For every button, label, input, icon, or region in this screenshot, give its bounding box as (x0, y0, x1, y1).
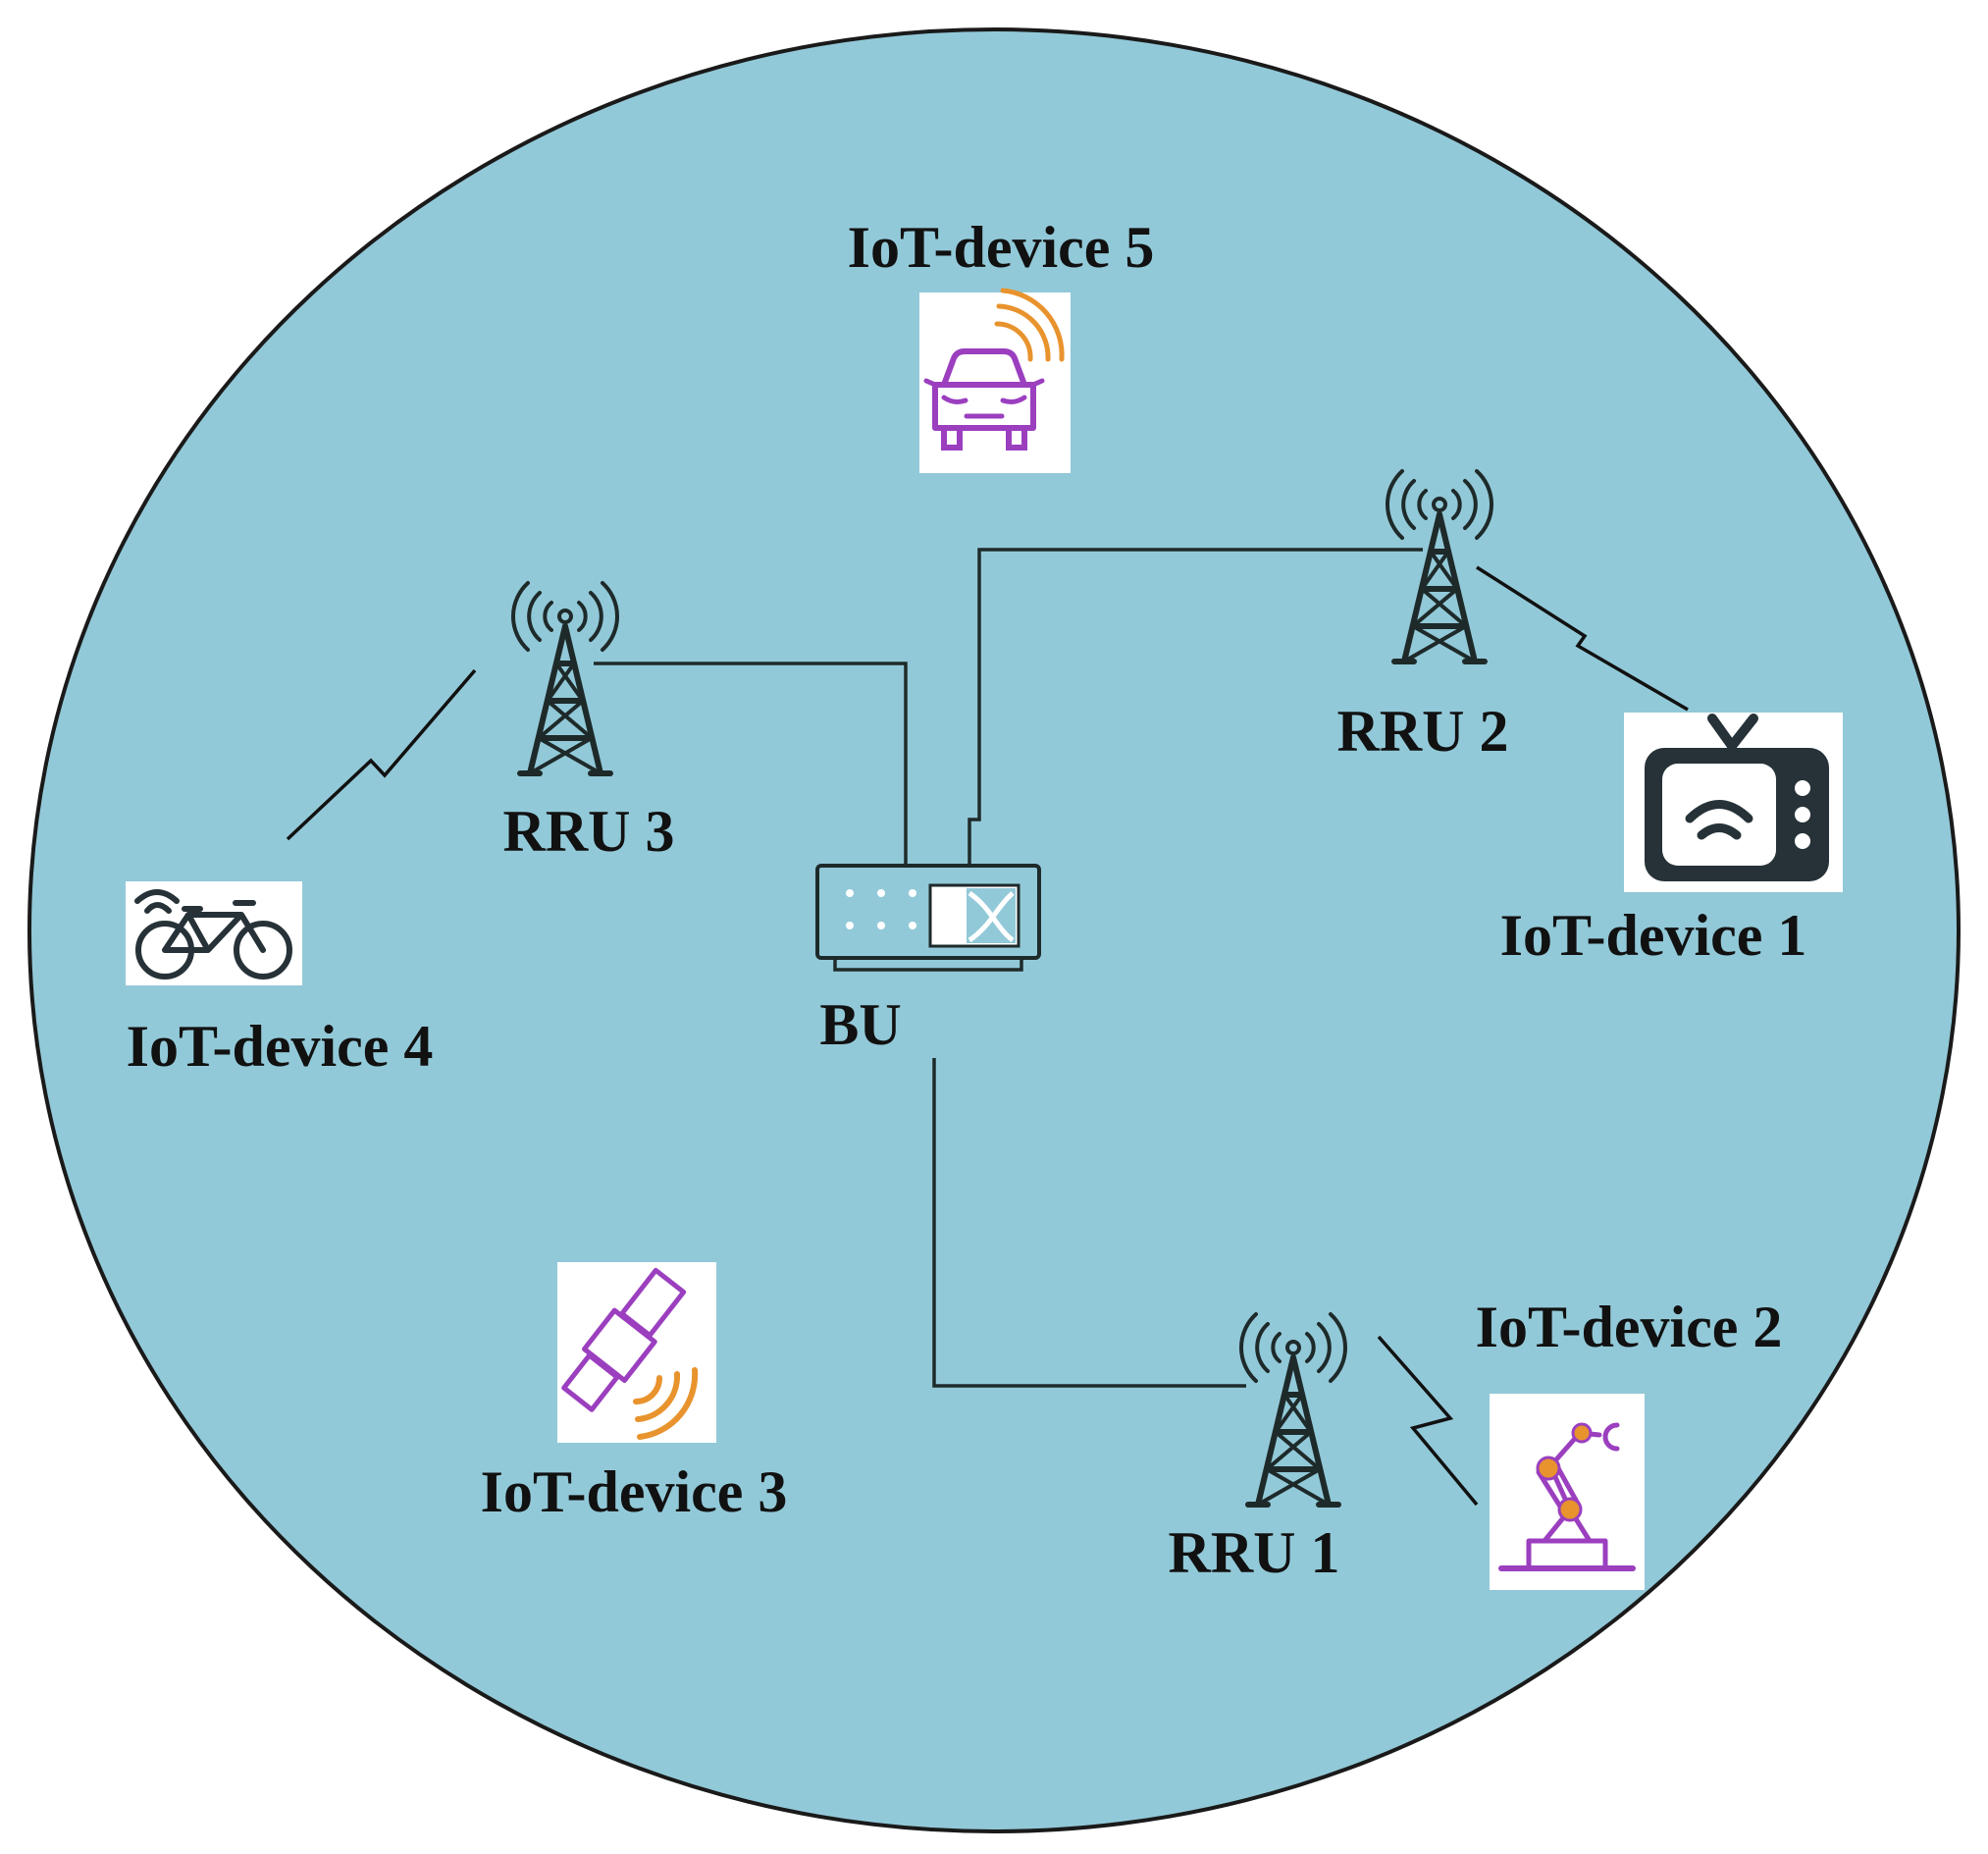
link-bu-rru2 (968, 548, 1423, 901)
rru1-label: RRU 1 (1169, 1520, 1340, 1585)
rru2-label: RRU 2 (1337, 699, 1509, 764)
wired-links (594, 548, 1423, 1388)
device3-label: IoT-device 3 (481, 1459, 788, 1524)
bicycle-icon (134, 889, 292, 980)
device4-tile[interactable] (126, 881, 302, 985)
wireless-link-rru3-device4 (286, 668, 477, 841)
satellite-icon (561, 1267, 699, 1440)
wireless-links (286, 565, 1689, 1507)
wireless-link-rru2-device1 (1476, 565, 1689, 712)
device5-tile[interactable] (919, 288, 1071, 473)
device1-label: IoT-device 1 (1500, 903, 1807, 968)
device3-tile[interactable] (557, 1262, 716, 1443)
robot-arm-icon (1498, 1422, 1636, 1571)
link-bu-rru3 (594, 662, 908, 866)
bu-label: BU (819, 992, 901, 1057)
wireless-link-rru1-device2 (1377, 1335, 1479, 1507)
connected-car-icon (923, 288, 1065, 450)
device5-label: IoT-device 5 (848, 215, 1155, 280)
device1-tile[interactable] (1624, 713, 1843, 892)
smart-tv-icon (1645, 714, 1829, 881)
rru3-label: RRU 3 (503, 799, 675, 864)
device2-tile[interactable] (1490, 1394, 1645, 1590)
link-bu-rru1 (932, 1058, 1246, 1388)
baseband-unit-icon[interactable] (815, 864, 1041, 972)
device4-label: IoT-device 4 (127, 1014, 434, 1079)
device2-label: IoT-device 2 (1476, 1295, 1783, 1359)
